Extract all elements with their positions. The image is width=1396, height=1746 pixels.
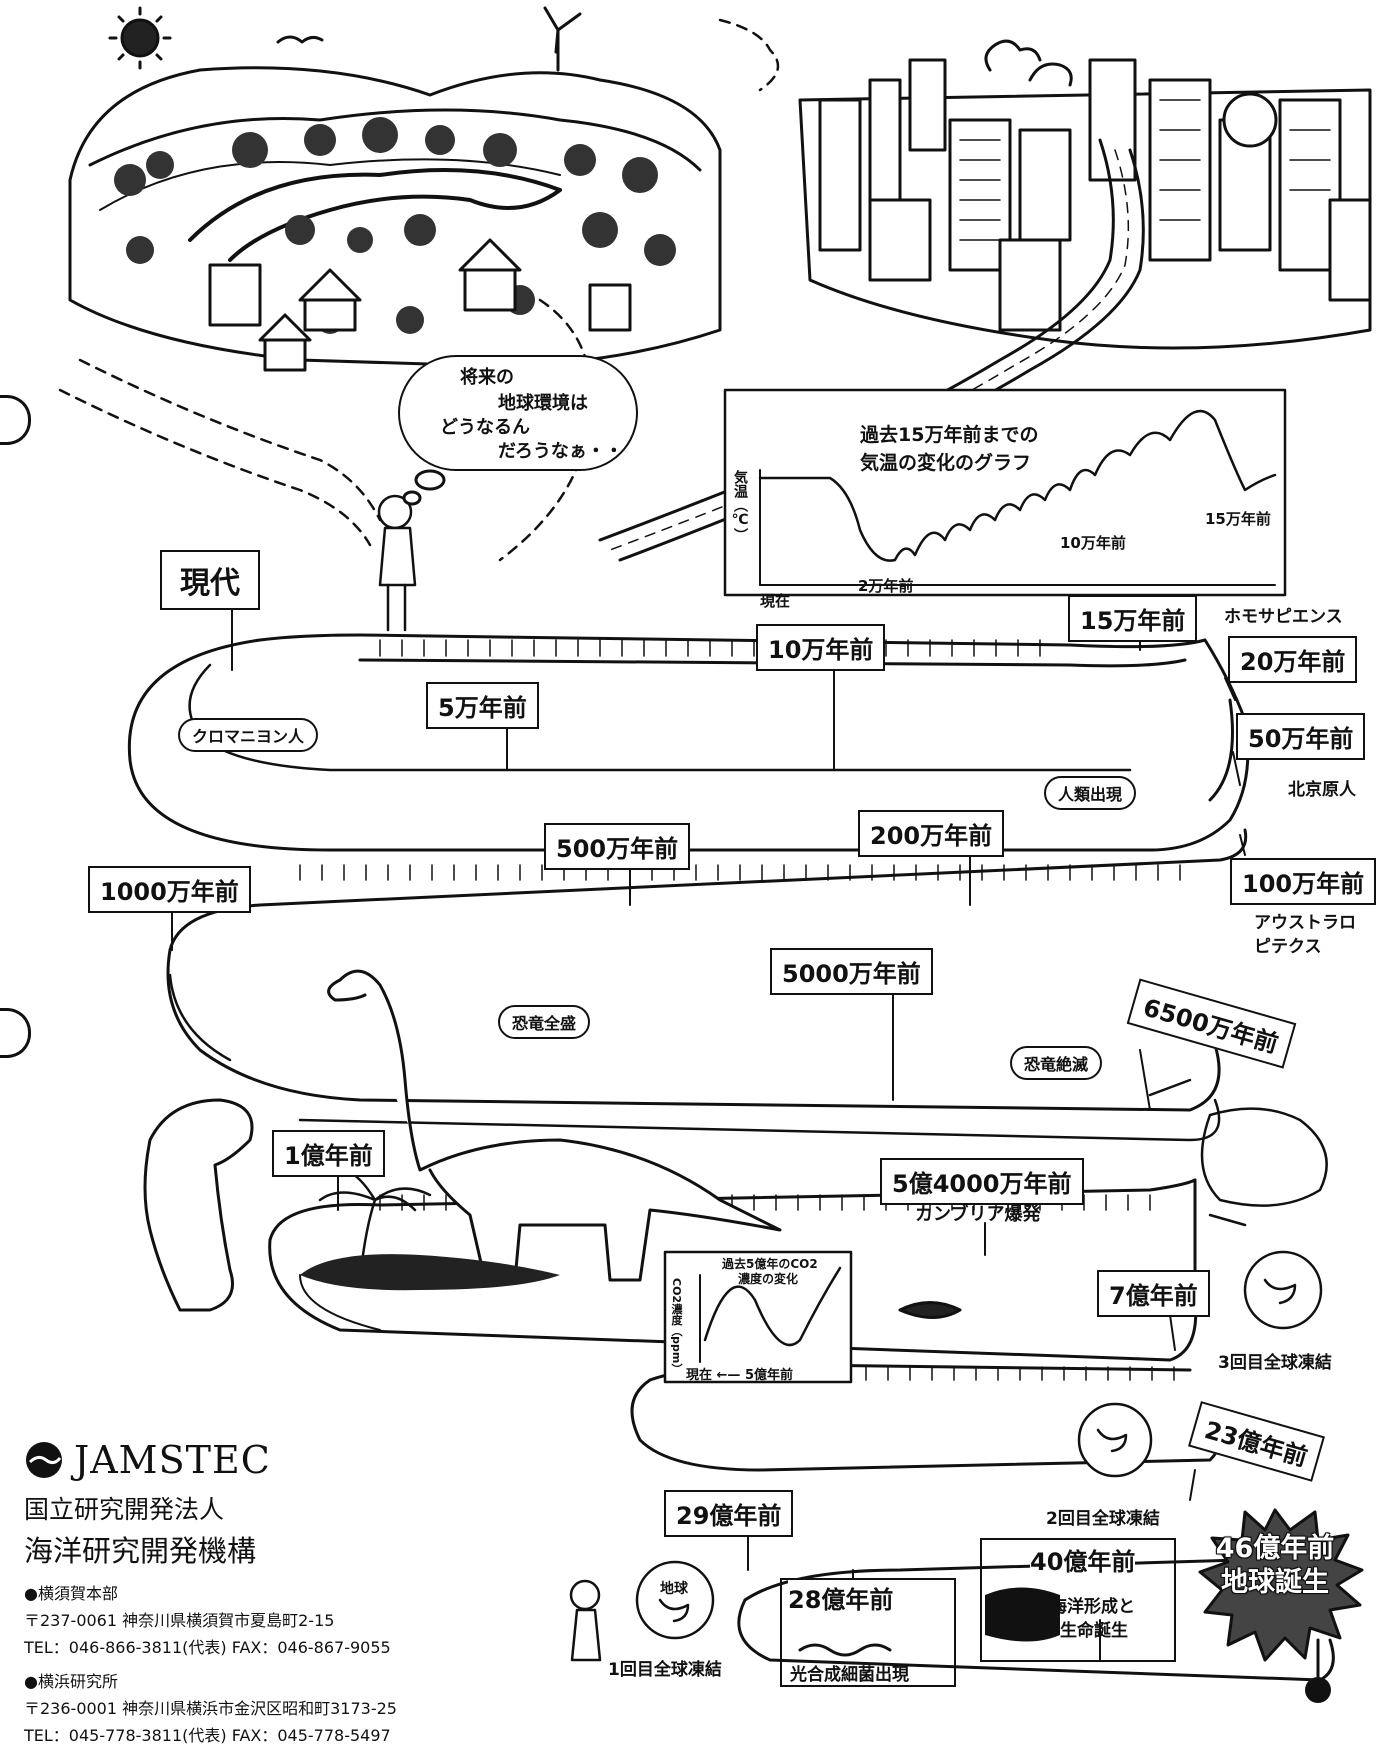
bubble-cromagnon: クロマニヨン人 (178, 718, 319, 752)
explorer-character (377, 494, 417, 632)
bubble-human-appears: 人類出現 (1044, 776, 1137, 810)
logo-row: JAMSTEC (24, 1438, 544, 1482)
text-ocean-1: 海洋形成と (1050, 1597, 1135, 1617)
label-gendai: 現代 (160, 550, 260, 610)
temp-graph-x-now: 現在 (760, 592, 791, 610)
text-freeze3: 3回目全球凍結 (1218, 1353, 1332, 1373)
ocean-blob-icon (985, 1587, 1060, 1642)
temp-graph-ylabel: 気温（℃） (732, 470, 748, 542)
text-australo-2: ピテクス (1254, 937, 1322, 957)
brontosaurus-illustration (327, 969, 782, 1282)
thought-line-3: どうなるん (440, 417, 530, 438)
label-46oku: 46億年前 地球誕生 (1190, 1532, 1360, 1600)
label-1000man: 1000万年前 (88, 866, 251, 913)
frozen-earth-1 (635, 1560, 715, 1640)
birth-dot (1305, 1677, 1331, 1703)
co2-graph-title-2: 濃度の変化 (738, 1272, 799, 1286)
temp-graph-x-10man: 10万年前 (1060, 534, 1126, 552)
office2-address: 〒236-0001 神奈川県横浜市金沢区昭和町3173-25 (24, 1699, 397, 1718)
text-earth: 地球 (660, 1581, 688, 1597)
temp-graph-x-15man: 15万年前 (1205, 510, 1271, 528)
sun-icon (108, 6, 172, 70)
lake (300, 1254, 560, 1291)
label-100man: 100万年前 (1230, 858, 1377, 905)
label-10man: 10万年前 (756, 624, 886, 671)
label-46oku-line1: 46億年前 (1215, 1533, 1335, 1564)
trex-illustration (143, 1098, 254, 1312)
explorer-character-bottom (569, 1579, 602, 1662)
label-500man: 500万年前 (544, 823, 691, 870)
frozen-earth-2 (1077, 1402, 1153, 1478)
org-name-line2: 海洋研究開発機構 (24, 1534, 257, 1568)
temp-graph-title-2: 気温の変化のグラフ (860, 452, 1032, 474)
logo-text: JAMSTEC (74, 1438, 271, 1482)
org-name-line1: 国立研究開発法人 (24, 1495, 225, 1524)
birth-starburst (1198, 1508, 1364, 1662)
thought-line-4: だろうなぁ・・ (498, 441, 623, 462)
jamstec-logo-icon (26, 1442, 62, 1478)
label-5000man: 5000万年前 (770, 948, 933, 995)
co2-graph-ylabel: CO2濃度（ppm） (670, 1278, 683, 1375)
label-5man: 5万年前 (426, 682, 539, 729)
thought-line-2: 地球環境は (498, 393, 588, 414)
future-town-illustration (68, 66, 722, 372)
box-28oku (780, 1578, 956, 1687)
co2-graph-xlabel: 現在 ←— 5億年前 (686, 1368, 793, 1383)
temp-graph-title-1: 過去15万年前までの (860, 424, 1039, 446)
text-freeze2: 2回目全球凍結 (1046, 1509, 1160, 1529)
co2-curve (703, 1266, 842, 1347)
office2-contact: TEL：045-778-3811(代表) FAX：045-778-5497 (24, 1726, 391, 1745)
co2-graph-title-1: 過去5億年のCO2 (722, 1257, 818, 1271)
label-46oku-line2: 地球誕生 (1221, 1567, 1329, 1598)
label-29oku: 29億年前 (664, 1490, 794, 1537)
office1-contact: TEL：046-866-3811(代表) FAX：046-867-9055 (24, 1638, 391, 1657)
label-15man: 15万年前 (1068, 595, 1198, 642)
windmill-icon (543, 6, 582, 72)
dashed-path (498, 298, 593, 562)
label-20man: 20万年前 (1228, 636, 1358, 683)
text-australo-1: アウストラロ (1254, 913, 1356, 933)
thought-bubble: 将来の 地球環境は どうなるん だろうなぁ・・ (398, 355, 638, 471)
trilobite-icon (898, 1301, 962, 1319)
city-illustration (798, 39, 1372, 350)
label-5oku4000man: 5億4000万年前 (880, 1158, 1084, 1205)
text-photosyn: 光合成細菌出現 (790, 1665, 909, 1685)
label-7oku: 7億年前 (1097, 1270, 1210, 1317)
highway-road (598, 138, 1115, 542)
label-1oku: 1億年前 (272, 1130, 385, 1177)
label-200man: 200万年前 (858, 810, 1005, 857)
frozen-earth-3 (1243, 1250, 1323, 1330)
organization-footer: JAMSTEC 国立研究開発法人 海洋研究開発機構 ●横須賀本部 〒237-00… (24, 1438, 544, 1746)
label-40oku: 40億年前 (1030, 1542, 1136, 1577)
office1-name: ●横須賀本部 (24, 1584, 118, 1603)
bubble-dino-prosper: 恐竜全盛 (498, 1005, 591, 1039)
temp-graph-x-2man: 2万年前 (858, 577, 914, 595)
bird-icon (276, 35, 324, 44)
text-cambrian: カンブリア爆発 (915, 1204, 1041, 1225)
text-ocean-2: 生命誕生 (1060, 1621, 1128, 1641)
text-peking: 北京原人 (1288, 780, 1356, 800)
bacteria-icon (798, 1643, 892, 1657)
thought-line-1: 将来の (460, 367, 514, 388)
bubble-dino-extinct: 恐竜絶滅 (1010, 1046, 1103, 1080)
temperature-curve (758, 409, 1277, 562)
box-40oku (980, 1538, 1176, 1662)
fossil-illustration (1148, 1078, 1328, 1227)
temperature-graph (723, 388, 1287, 597)
co2-graph (663, 1250, 853, 1384)
office1-address: 〒237-0061 神奈川県横須賀市夏島町2-15 (24, 1611, 335, 1630)
label-50man: 50万年前 (1236, 713, 1366, 760)
office2-name: ●横浜研究所 (24, 1672, 118, 1691)
label-28oku: 28億年前 (788, 1580, 894, 1615)
text-freeze1: 1回目全球凍結 (608, 1660, 722, 1680)
text-homo-sapiens: ホモサピエンス (1224, 607, 1343, 627)
timeline-ribbon (127, 633, 1335, 1682)
